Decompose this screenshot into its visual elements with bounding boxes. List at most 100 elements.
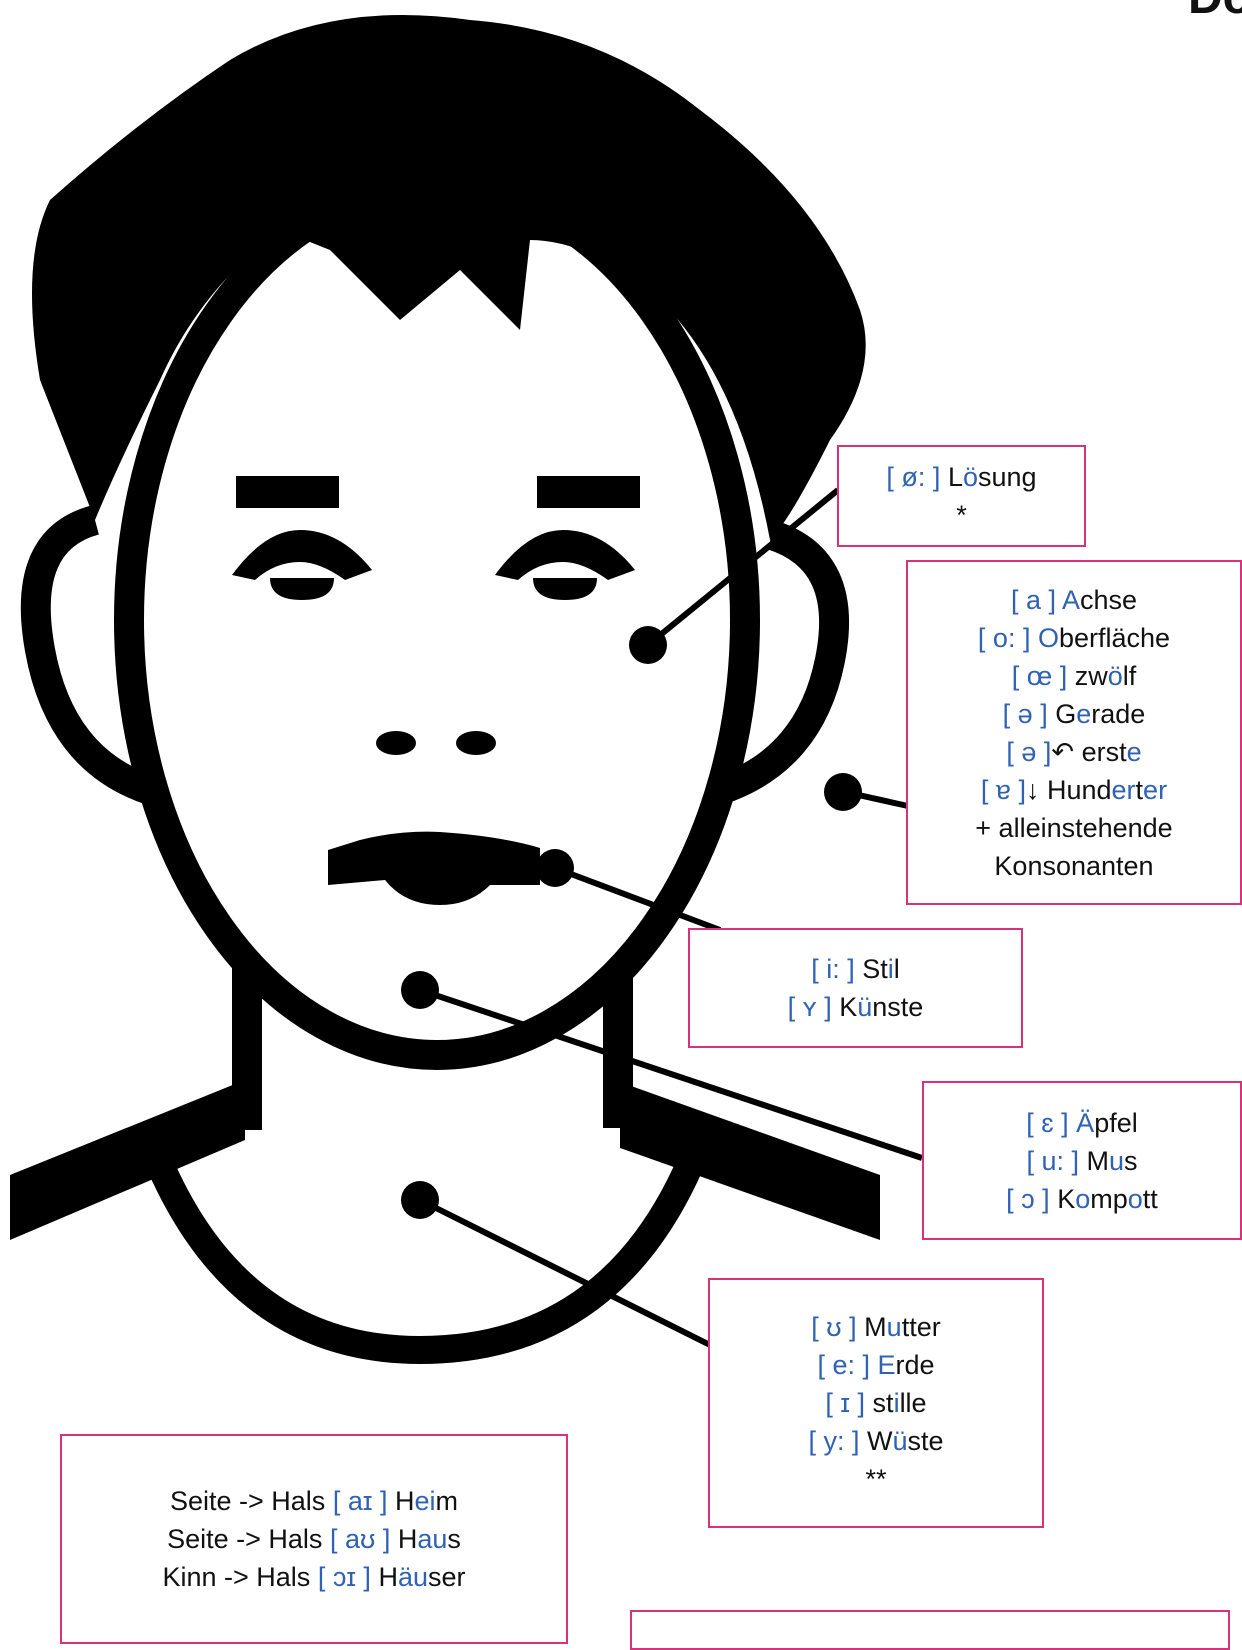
example-word-highlight: ö — [1107, 660, 1123, 691]
ipa-symbol: [ u: ] — [1026, 1145, 1079, 1176]
pointer-line-i — [553, 865, 722, 933]
example-word-highlight: e — [1076, 698, 1092, 729]
label-line: [ ə ] Gerade — [908, 695, 1240, 733]
example-word-part: Hund — [1046, 774, 1112, 805]
example-word-highlight: ei — [414, 1486, 436, 1516]
example-word-part: zw — [1074, 660, 1108, 691]
right-nostril — [456, 731, 496, 755]
example-word-part: tt — [1142, 1183, 1158, 1214]
label-box-oe: [ ø: ] Lösung* — [837, 445, 1086, 547]
example-word-part: K — [839, 992, 858, 1022]
label-text: * — [956, 500, 967, 530]
ipa-symbol: [ ø: ] — [886, 462, 941, 492]
label-line: [ ʏ ] Künste — [690, 988, 1021, 1026]
right-eye — [495, 530, 635, 600]
example-word-part: ste — [907, 1426, 944, 1456]
example-word-part: G — [1055, 698, 1077, 729]
pointer-dot-chin — [401, 971, 439, 1009]
example-word-part: s — [447, 1524, 461, 1554]
pointer-line-e — [419, 987, 923, 1161]
example-word-part: M — [864, 1312, 887, 1342]
example-word-part: K — [1057, 1183, 1076, 1214]
ipa-symbol: [ ʊ ] — [811, 1312, 857, 1342]
left-shoulder — [10, 1080, 245, 1240]
ipa-symbol: [ ə ] — [1006, 736, 1052, 767]
label-line: Seite -> Hals [ aɪ ] Heim — [62, 1482, 566, 1520]
example-word-highlight: äu — [397, 1562, 428, 1592]
ipa-symbol: [ ɛ ] — [1026, 1107, 1069, 1138]
example-word-highlight: au — [417, 1524, 448, 1554]
example-word-part: St — [862, 954, 888, 984]
example-word-part: pfel — [1094, 1107, 1138, 1138]
ipa-symbol: [ y: ] — [808, 1426, 860, 1456]
label-line: [ ə ]↶ erste — [908, 733, 1240, 771]
example-word-part: ser — [428, 1562, 466, 1592]
example-word-part: rade — [1091, 698, 1146, 729]
ipa-symbol: [ ʏ ] — [787, 992, 832, 1022]
label-box-empty — [630, 1610, 1230, 1650]
label-box-u: [ ʊ ] Mutter[ e: ] Erde[ ɪ ] stille[ y: … — [708, 1278, 1044, 1528]
direction-text: Seite -> Hals — [169, 1486, 326, 1516]
example-word-part: m — [435, 1486, 459, 1516]
face-outline — [114, 170, 760, 1070]
label-box-e: [ ɛ ] Äpfel[ u: ] Mus[ ɔ ] Kompott — [922, 1081, 1242, 1240]
example-word-part: mp — [1090, 1183, 1128, 1214]
ipa-symbol: [ ə ] — [1002, 698, 1048, 729]
label-line: [ o: ] Oberfläche — [908, 619, 1240, 657]
ipa-symbol: [ aʊ ] — [329, 1524, 391, 1554]
example-word-part: H — [397, 1524, 418, 1554]
pointer-dot-neck — [401, 1181, 439, 1219]
example-word-highlight: A — [1061, 584, 1080, 615]
label-line: Kinn -> Hals [ ɔɪ ] Häuser — [62, 1558, 566, 1596]
example-word-part: t — [1135, 774, 1144, 805]
example-word-part: M — [1086, 1145, 1110, 1176]
label-line: ** — [710, 1460, 1042, 1498]
example-word-highlight: ü — [892, 1426, 908, 1456]
example-word-highlight: u — [886, 1312, 902, 1342]
example-word-part: W — [866, 1426, 893, 1456]
pointer-dot-mouth — [536, 849, 574, 887]
example-word-part: H — [378, 1562, 398, 1592]
example-word-part: H — [394, 1486, 415, 1516]
example-word-highlight: er — [1111, 774, 1136, 805]
ipa-symbol: [ i: ] — [811, 954, 855, 984]
pointer-line-u — [418, 1197, 712, 1348]
label-line: [ ɔ ] Kompott — [924, 1180, 1240, 1218]
label-line: [ i: ] Stil — [690, 950, 1021, 988]
corner-logo-text: Do — [1188, 0, 1242, 22]
label-line: Seite -> Hals [ aʊ ] Haus — [62, 1520, 566, 1558]
example-word-highlight: ü — [857, 992, 873, 1022]
left-eye — [232, 530, 372, 600]
right-shoulder — [620, 1082, 880, 1240]
pointer-dot-cheek — [629, 626, 667, 664]
example-word-part: erst — [1081, 736, 1127, 767]
example-word-part: lle — [899, 1388, 927, 1418]
example-word-part: l — [893, 954, 900, 984]
ipa-symbol: [ e: ] — [817, 1350, 870, 1380]
ipa-symbol: [ a ] — [1010, 584, 1056, 615]
direction-text: Kinn -> Hals — [162, 1562, 311, 1592]
label-line: Konsonanten — [908, 847, 1240, 885]
label-box-i: [ i: ] Stil[ ʏ ] Künste — [688, 928, 1023, 1048]
right-eyebrow — [537, 476, 640, 508]
example-word-highlight: E — [877, 1350, 896, 1380]
ipa-symbol: [ ɪ ] — [825, 1388, 866, 1418]
label-line: [ ɪ ] stille — [710, 1384, 1042, 1422]
example-word-highlight: er — [1143, 774, 1168, 805]
example-word-part: chse — [1080, 584, 1138, 615]
example-word-part: tter — [901, 1312, 941, 1342]
collar — [136, 1135, 714, 1365]
left-nostril — [376, 731, 416, 755]
label-line: [ y: ] Wüste — [710, 1422, 1042, 1460]
example-word-highlight: o — [1075, 1183, 1091, 1214]
right-ear — [714, 520, 850, 805]
label-line: [ ɛ ] Äpfel — [924, 1104, 1240, 1142]
pointer-line-oe — [646, 487, 840, 648]
intonation-mark: ↶ — [1051, 736, 1075, 767]
label-line: * — [839, 496, 1084, 534]
example-word-highlight: ö — [962, 462, 978, 492]
example-word-highlight: o — [1127, 1183, 1143, 1214]
example-word-highlight: Ä — [1076, 1107, 1095, 1138]
